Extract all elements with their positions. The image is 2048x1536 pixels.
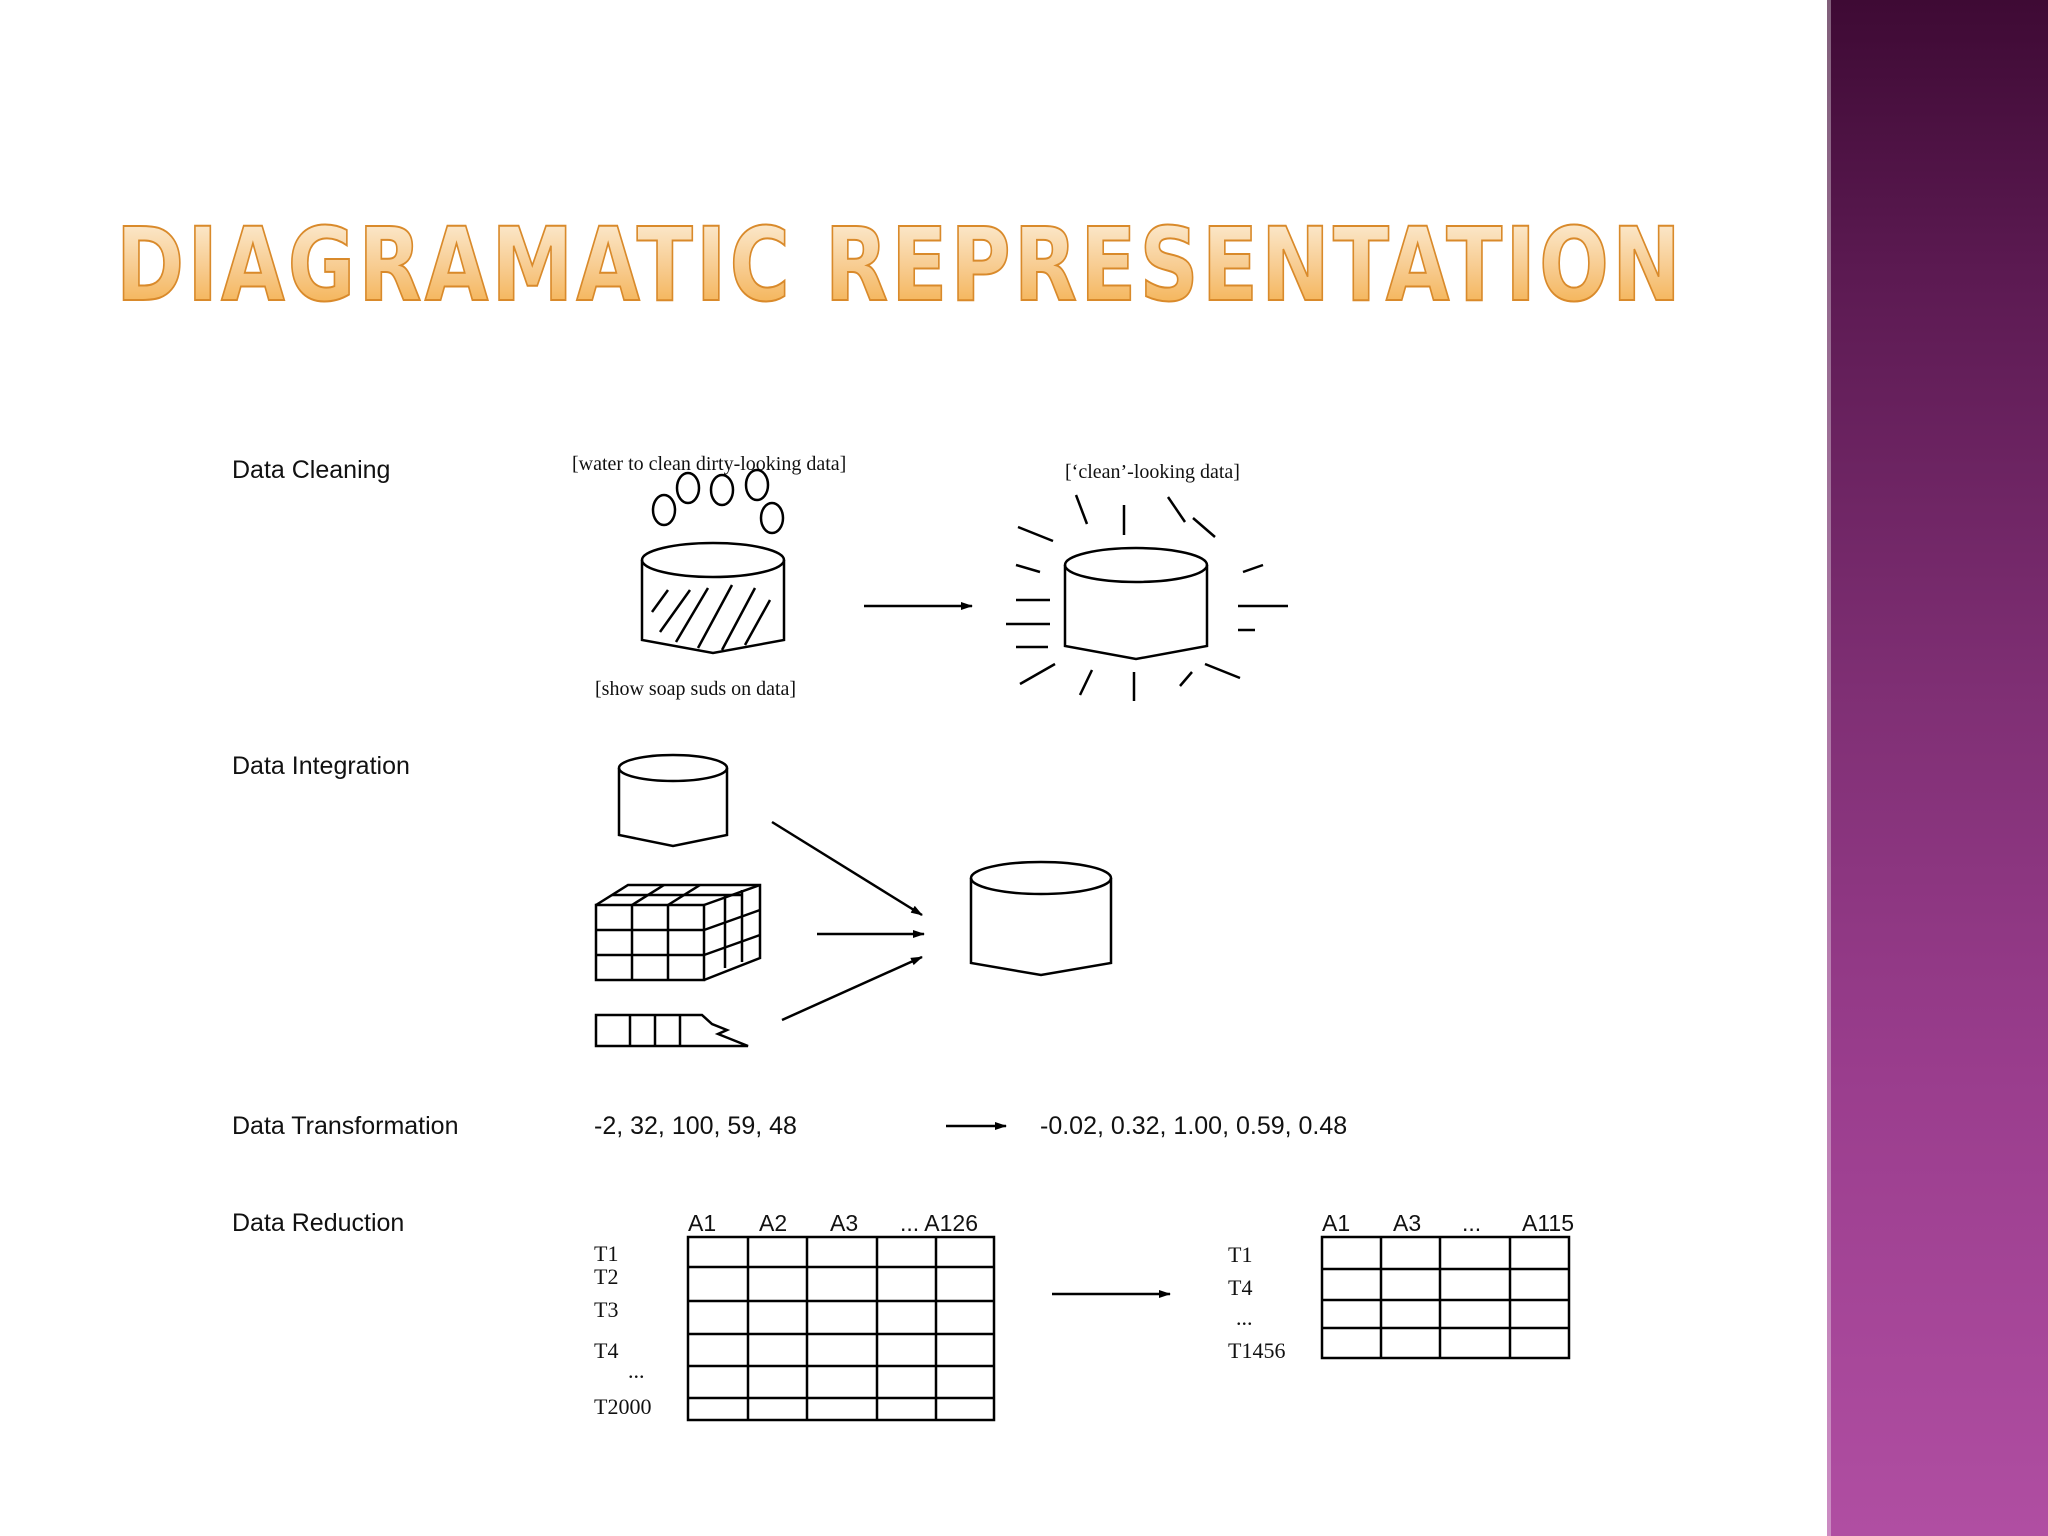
- transformation-label: Data Transformation: [232, 1112, 459, 1140]
- reduction-section: Data Reduction A1 A2 A3 ... A126 T1 T2 T…: [232, 1209, 1574, 1420]
- cleaning-label: Data Cleaning: [232, 456, 390, 484]
- shine-rays-icon: [1006, 495, 1288, 701]
- source-flatfile-icon: [596, 1015, 748, 1046]
- original-table: A1 A2 A3 ... A126 T1 T2 T3 T4 ... T2000: [594, 1210, 994, 1420]
- col-header: ... A126: [900, 1210, 978, 1236]
- col-header: A115: [1522, 1210, 1574, 1236]
- row-label: ...: [628, 1358, 645, 1383]
- transformation-section: Data Transformation -2, 32, 100, 59, 48 …: [232, 1112, 1347, 1140]
- col-header: A3: [830, 1210, 858, 1236]
- reduced-table: A1 A3 ... A115 T1 T4 ... T1456: [1228, 1210, 1574, 1363]
- row-label: ...: [1236, 1305, 1253, 1330]
- preprocessing-diagram: Data Cleaning [water to clean dirty-look…: [0, 0, 1827, 1536]
- cleaning-clean-note: [‘clean’-looking data]: [1065, 461, 1240, 483]
- integration-section: Data Integration: [232, 752, 1111, 1046]
- row-label: T2: [594, 1264, 618, 1289]
- row-label: T4: [594, 1338, 618, 1363]
- col-header: A1: [1322, 1210, 1350, 1236]
- integration-arrow-top: [772, 822, 922, 915]
- source-database-icon: [619, 755, 727, 846]
- integration-label: Data Integration: [232, 752, 410, 780]
- side-band-edge: [1827, 0, 1831, 1536]
- source-cube-icon: [596, 885, 760, 980]
- row-label: T1456: [1228, 1338, 1285, 1363]
- col-header: A1: [688, 1210, 716, 1236]
- clean-database-icon: [1065, 548, 1207, 659]
- integration-arrow-bottom: [782, 957, 922, 1020]
- water-drops-icon: [653, 470, 783, 533]
- reduction-label: Data Reduction: [232, 1209, 404, 1237]
- original-table-grid: [688, 1237, 994, 1420]
- col-header: ...: [1462, 1210, 1481, 1236]
- transformation-output: -0.02, 0.32, 1.00, 0.59, 0.48: [1040, 1112, 1347, 1140]
- row-label: T3: [594, 1297, 618, 1322]
- cleaning-suds-note: [show soap suds on data]: [595, 678, 796, 700]
- reduced-table-grid: [1322, 1237, 1569, 1358]
- col-header: A2: [759, 1210, 787, 1236]
- dirty-database-icon: [642, 543, 784, 653]
- row-label: T1: [594, 1241, 618, 1266]
- row-label: T1: [1228, 1242, 1252, 1267]
- cleaning-water-note: [water to clean dirty-looking data]: [572, 453, 846, 475]
- transformation-input: -2, 32, 100, 59, 48: [594, 1112, 797, 1140]
- col-header: A3: [1393, 1210, 1421, 1236]
- row-label: T4: [1228, 1275, 1252, 1300]
- decorative-side-band: [1827, 0, 2048, 1536]
- target-database-icon: [971, 862, 1111, 975]
- row-label: T2000: [594, 1394, 651, 1419]
- cleaning-section: Data Cleaning [water to clean dirty-look…: [232, 453, 1288, 701]
